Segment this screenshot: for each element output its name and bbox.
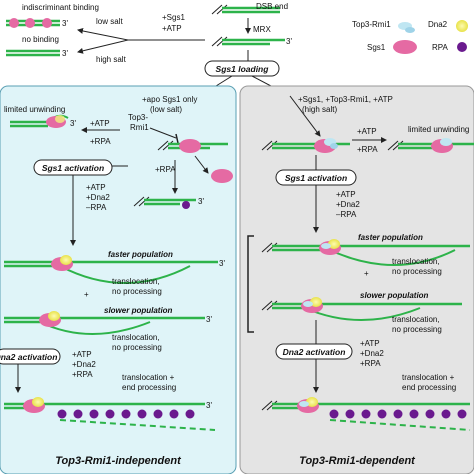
indiscriminant-binding-dna: 3' (6, 18, 68, 28)
slower-population-label-left: slower population (104, 306, 173, 315)
sgs1-activation-label-right: Sgs1 activation (285, 173, 347, 183)
three-prime-label: 3' (206, 401, 212, 410)
end-1-left: translocation + (122, 373, 175, 382)
act-atp-right: +ATP (336, 190, 356, 199)
trans-2-left: no processing (112, 287, 162, 296)
indiscriminant-binding-label: indiscriminant binding (22, 3, 99, 12)
end-processing-dna-left: 3' (4, 397, 216, 431)
low-salt-condition-label: (low salt) (150, 105, 182, 114)
act-dna2-left: +Dna2 (86, 193, 110, 202)
atp-added-label: +ATP (162, 24, 182, 33)
legend-top3-rmi1-label: Top3-Rmi1 (352, 20, 391, 29)
trans-1-left: translocation, (112, 277, 160, 286)
faster-population-label-right: faster population (358, 233, 423, 242)
top3-label-1: Top3- (128, 113, 148, 122)
rpa-label-left-2: +RPA (155, 165, 176, 174)
three-prime-label: 3' (286, 37, 292, 46)
end-2-left: end processing (122, 383, 176, 392)
top3-label-2: Rmi1 (130, 123, 149, 132)
left-panel: +apo Sgs1 only (low salt) 3' limited unw… (0, 85, 237, 474)
rpa-label-left: +RPA (90, 137, 111, 146)
atp-label-left: +ATP (90, 119, 110, 128)
left-panel-title: Top3-Rmi1-independent (55, 455, 182, 467)
sgs1-loading-pill: Sgs1 loading (204, 60, 280, 77)
trans-4-left: no processing (112, 343, 162, 352)
legend-rpa-label: RPA (432, 43, 449, 52)
dna2-icon (456, 20, 468, 32)
d-atp-left: +ATP (72, 350, 92, 359)
no-binding-dna: 3' (6, 49, 68, 58)
high-salt-condition-label: (high salt) (302, 105, 337, 114)
end-processing-dna-right (261, 397, 471, 431)
limited-unwinding-label-left: limited unwinding (4, 105, 65, 114)
act-rpa-right: –RPA (336, 210, 357, 219)
sgs1-added-label: +Sgs1 (162, 13, 185, 22)
faster-population-dna-left: 3' (4, 255, 225, 284)
slower-population-dna-right (261, 297, 462, 321)
right-conditions-label: +Sgs1, +Top3-Rmi1, +ATP (298, 95, 393, 104)
three-prime-label: 3' (198, 197, 204, 206)
dna2-activation-pill-right (275, 343, 353, 360)
dna2-activation-label-left: Dna2 activation (0, 352, 57, 362)
legend-sgs1-label: Sgs1 (367, 43, 386, 52)
no-binding-label: no binding (22, 35, 59, 44)
sgs1-icon (393, 40, 417, 54)
act-rpa-left: –RPA (86, 203, 107, 212)
trans-1-right: translocation, (392, 257, 440, 266)
sgs1-activation-label-left: Sgs1 activation (42, 163, 104, 173)
right-panel: +Sgs1, +Top3-Rmi1, +ATP (high salt) +ATP… (239, 85, 474, 474)
sgs1-top3-bound-dna (261, 138, 350, 153)
dsb-end-label: DSB end (256, 2, 288, 11)
sgs1-loading-label: Sgs1 loading (216, 64, 270, 74)
trans-3-right: translocation, (392, 315, 440, 324)
legend: Top3-Rmi1 Dna2 Sgs1 RPA (352, 20, 468, 54)
apo-sgs1-label: +apo Sgs1 only (142, 95, 197, 104)
three-prime-label: 3' (206, 315, 212, 324)
mrx-label: MRX (253, 25, 271, 34)
dna2-activation-pill-left (0, 348, 61, 365)
d-dna2-right: +Dna2 (360, 349, 384, 358)
salt-branch-arrows (77, 28, 205, 54)
atp-label-right: +ATP (357, 127, 377, 136)
faster-population-dna-right (261, 239, 470, 266)
rpa-icon (457, 42, 467, 52)
d-dna2-left: +Dna2 (72, 360, 96, 369)
sgs1-bound-dna-left (157, 139, 228, 153)
plus-right: + (364, 269, 369, 278)
three-prime-label: 3' (62, 19, 68, 28)
right-panel-title: Top3-Rmi1-dependent (299, 455, 416, 467)
act-atp-left: +ATP (86, 183, 106, 192)
free-dna-left: 3' (133, 196, 204, 209)
end-2-right: end processing (402, 383, 456, 392)
d-atp-right: +ATP (360, 339, 380, 348)
trans-2-right: no processing (392, 267, 442, 276)
trans-4-right: no processing (392, 325, 442, 334)
slower-population-dna-left: 3' (4, 311, 212, 335)
dsb-end-dna (211, 4, 280, 15)
d-rpa-right: +RPA (360, 359, 381, 368)
plus-left: + (84, 290, 89, 299)
low-salt-label: low salt (96, 17, 123, 26)
act-dna2-right: +Dna2 (336, 200, 360, 209)
end-1-right: translocation + (402, 373, 455, 382)
high-salt-label: high salt (96, 55, 127, 64)
trans-3-left: translocation, (112, 333, 160, 342)
limited-unwinding-dna-left: 3' (10, 114, 76, 128)
population-bracket (247, 235, 254, 333)
legend-dna2-label: Dna2 (428, 20, 448, 29)
three-prime-label: 3' (219, 259, 225, 268)
slower-population-label-right: slower population (360, 291, 429, 300)
limited-unwinding-dna-right (387, 138, 474, 153)
limited-unwinding-label-right: limited unwinding (408, 125, 469, 134)
dna2-activation-label-right: Dna2 activation (283, 347, 346, 357)
resected-dna-top: 3' (211, 36, 292, 47)
faster-population-label-left: faster population (108, 250, 173, 259)
three-prime-label: 3' (70, 119, 76, 128)
three-prime-label: 3' (62, 49, 68, 58)
rpa-label-right: +RPA (357, 145, 378, 154)
d-rpa-left: +RPA (72, 370, 93, 379)
